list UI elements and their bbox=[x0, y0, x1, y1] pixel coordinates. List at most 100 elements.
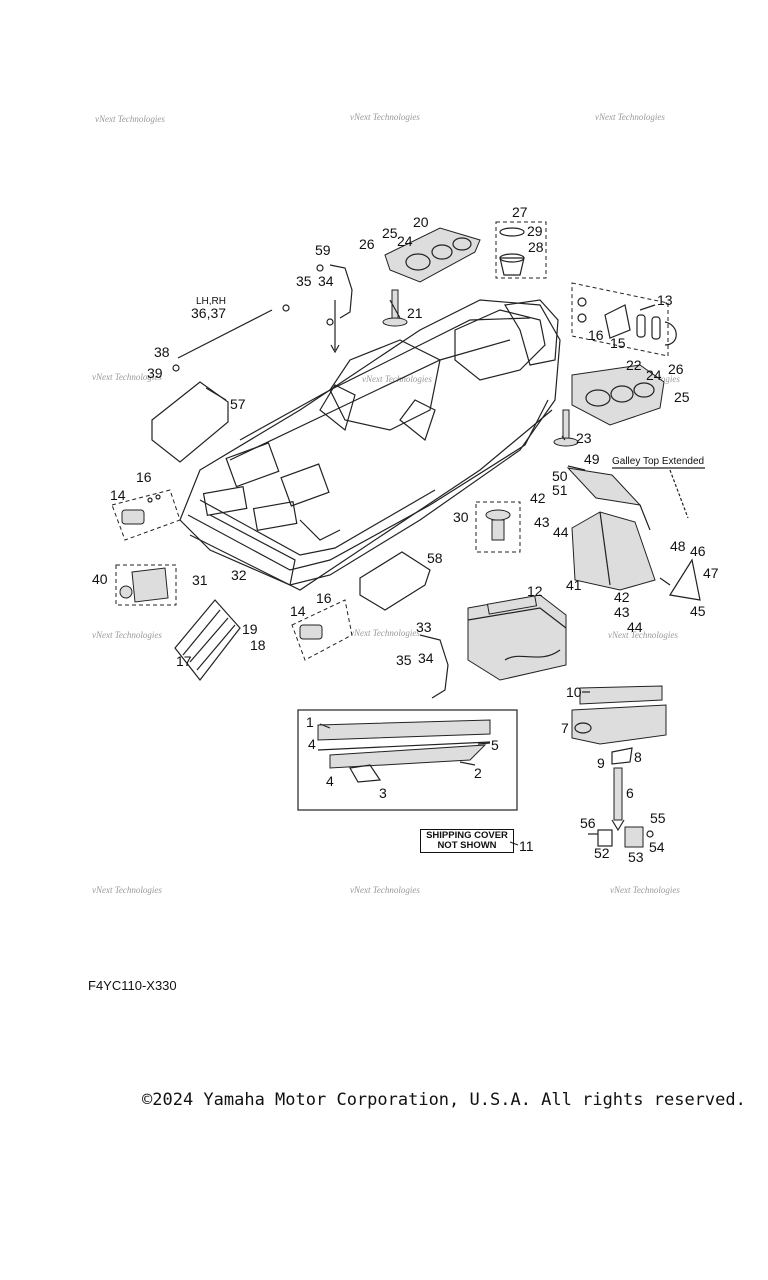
shipping-cover-line1: SHIPPING COVER bbox=[426, 830, 508, 841]
callout: 40 bbox=[92, 571, 108, 587]
callout: 6 bbox=[626, 785, 634, 801]
callout: 16 bbox=[316, 590, 332, 606]
callout: 27 bbox=[512, 204, 528, 220]
callout: 29 bbox=[527, 223, 543, 239]
watermark: vNext Technologies bbox=[610, 885, 680, 895]
callout: 8 bbox=[634, 749, 642, 765]
callout: 58 bbox=[427, 550, 443, 566]
boat-hull-illustration bbox=[179, 299, 561, 591]
watermark: vNext Technologies bbox=[92, 630, 162, 640]
callout: 30 bbox=[453, 509, 469, 525]
callout: 4 bbox=[308, 736, 316, 752]
callout: 25 bbox=[674, 389, 690, 405]
callout: 9 bbox=[597, 755, 605, 771]
callout: 50 bbox=[552, 468, 568, 484]
cooler-12 bbox=[467, 594, 567, 681]
shipping-cover-note: SHIPPING COVER NOT SHOWN bbox=[420, 829, 514, 853]
callout: 23 bbox=[576, 430, 592, 446]
galley-top-49 bbox=[566, 467, 705, 531]
callout: 17 bbox=[176, 653, 192, 669]
galley-box-41 bbox=[571, 511, 656, 591]
callout: 25 bbox=[382, 225, 398, 241]
callout: 51 bbox=[552, 482, 568, 498]
callout: 53 bbox=[628, 849, 644, 865]
callout: 59 bbox=[315, 242, 331, 258]
frame-45 bbox=[669, 558, 701, 601]
pedestal-23 bbox=[553, 409, 579, 447]
callout: 43 bbox=[614, 604, 630, 620]
callout: 32 bbox=[231, 567, 247, 583]
callout: 24 bbox=[397, 233, 413, 249]
callout: 36,37 bbox=[191, 305, 226, 321]
callout: 15 bbox=[610, 335, 626, 351]
cupholder-panel-right bbox=[571, 364, 665, 426]
callout: 34 bbox=[318, 273, 334, 289]
stud-assembly-30 bbox=[475, 501, 521, 553]
watermark: vNext Technologies bbox=[362, 374, 432, 384]
callout: 42 bbox=[614, 589, 630, 605]
callout: 35 bbox=[396, 652, 412, 668]
callout: 12 bbox=[527, 583, 543, 599]
callout: 38 bbox=[154, 344, 170, 360]
bracket-13-assembly bbox=[571, 282, 677, 357]
callout: 41 bbox=[566, 577, 582, 593]
callout: 13 bbox=[657, 292, 673, 308]
callout: 1 bbox=[306, 714, 314, 730]
callout: 54 bbox=[649, 839, 665, 855]
diagram-code: F4YC110-X330 bbox=[88, 978, 177, 993]
rail-36-37 bbox=[172, 304, 290, 372]
callout: 35 bbox=[296, 273, 312, 289]
copyright-notice: ©2024 Yamaha Motor Corporation, U.S.A. A… bbox=[142, 1090, 746, 1110]
watermark: vNext Technologies bbox=[350, 112, 420, 122]
callout: 26 bbox=[359, 236, 375, 252]
bracket-14-box-lower bbox=[291, 599, 353, 661]
bracket-14-box-upper bbox=[111, 489, 181, 541]
callout: 42 bbox=[530, 490, 546, 506]
callout: 44 bbox=[553, 524, 569, 540]
plate-40 bbox=[115, 564, 177, 606]
watermark: vNext Technologies bbox=[608, 630, 678, 640]
grab-handle-59 bbox=[316, 264, 353, 326]
callout: 2 bbox=[474, 765, 482, 781]
callout: 7 bbox=[561, 720, 569, 736]
callout: 4 bbox=[326, 773, 334, 789]
hinge-52-56 bbox=[588, 826, 654, 848]
callout: 14 bbox=[290, 603, 306, 619]
callout: 44 bbox=[627, 619, 643, 635]
callout: 18 bbox=[250, 637, 266, 653]
callout: 49 bbox=[584, 451, 600, 467]
cupholder-assembly bbox=[495, 221, 547, 279]
callout: 16 bbox=[136, 469, 152, 485]
callout: 48 bbox=[670, 538, 686, 554]
callout: 33 bbox=[416, 619, 432, 635]
console-lid-10-7 bbox=[571, 685, 667, 832]
callout: 46 bbox=[690, 543, 706, 559]
callout: 26 bbox=[668, 361, 684, 377]
rub-rail-box bbox=[297, 709, 518, 811]
mat-57 bbox=[151, 381, 229, 463]
callout: 57 bbox=[230, 396, 246, 412]
callout: 28 bbox=[528, 239, 544, 255]
callout: 56 bbox=[580, 815, 596, 831]
cupholder-panel-upper bbox=[384, 227, 481, 283]
callout: 14 bbox=[110, 487, 126, 503]
boarding-ladder-17 bbox=[174, 599, 241, 681]
mat-58 bbox=[359, 551, 431, 611]
callout: 45 bbox=[690, 603, 706, 619]
watermark: vNext Technologies bbox=[95, 114, 165, 124]
watermark: vNext Technologies bbox=[92, 885, 162, 895]
callout: 22 bbox=[626, 357, 642, 373]
callout: 43 bbox=[534, 514, 550, 530]
grab-handle-33 bbox=[419, 634, 449, 699]
callout: 52 bbox=[594, 845, 610, 861]
callout: 47 bbox=[703, 565, 719, 581]
callout: 21 bbox=[407, 305, 423, 321]
pedestal-21 bbox=[382, 289, 408, 327]
callout: 24 bbox=[646, 367, 662, 383]
callout: 20 bbox=[413, 214, 429, 230]
watermark: vNext Technologies bbox=[350, 628, 420, 638]
callout: 5 bbox=[491, 737, 499, 753]
shipping-cover-callout: 11 bbox=[519, 838, 534, 854]
callout: 31 bbox=[192, 572, 208, 588]
